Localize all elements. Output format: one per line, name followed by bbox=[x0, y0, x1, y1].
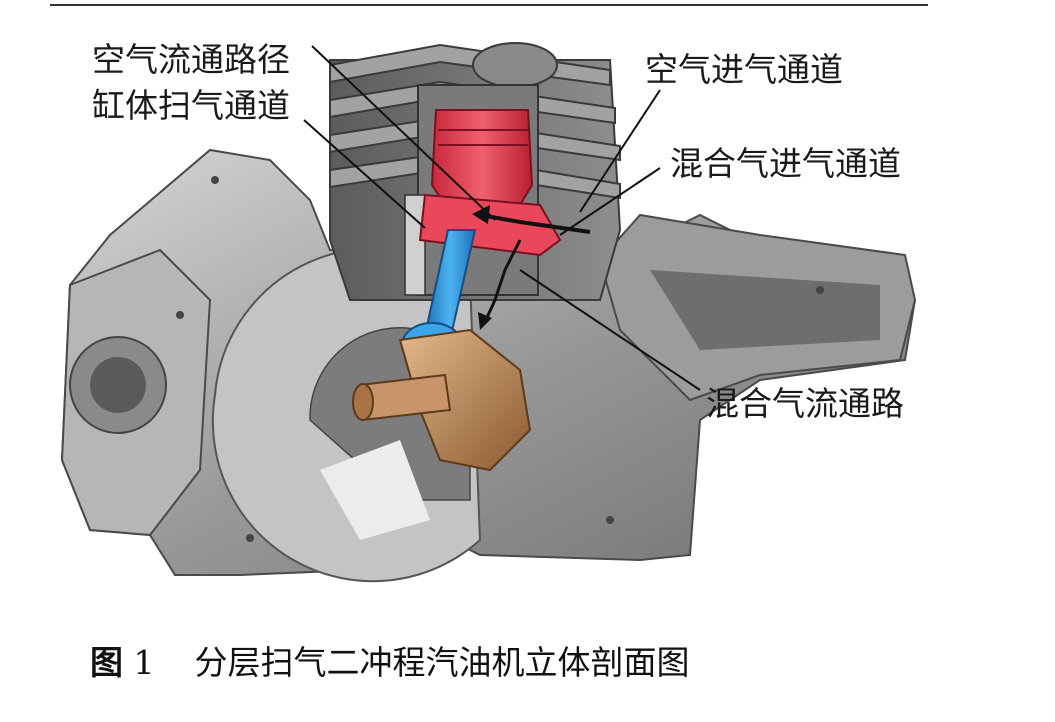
flywheel-highlight bbox=[320, 440, 430, 540]
label-cylinder-scavenge: 缸体扫气通道 bbox=[92, 86, 290, 125]
screw-holes bbox=[176, 176, 824, 542]
figure-number: 1 bbox=[133, 643, 155, 682]
crank-web bbox=[398, 328, 532, 472]
mixture-flow-arrowhead bbox=[478, 312, 492, 330]
piston bbox=[430, 109, 534, 206]
label-mixture-path: 混合气流通路 bbox=[706, 384, 904, 423]
caption-text: 分层扫气二冲程汽油机立体剖面图 bbox=[194, 643, 690, 682]
figure-label: 图 bbox=[90, 643, 123, 682]
crankshaft-end bbox=[352, 383, 374, 421]
label-mixture-inlet: 混合气进气通道 bbox=[670, 144, 901, 183]
figure-caption: 图 1 分层扫气二冲程汽油机立体剖面图 bbox=[90, 636, 690, 684]
leader-lines bbox=[303, 45, 701, 391]
label-air-inlet: 空气进气通道 bbox=[645, 50, 843, 89]
top-rule bbox=[50, 4, 928, 6]
mounting-hole-inner bbox=[90, 357, 146, 413]
mixture-flow-path bbox=[483, 239, 522, 323]
scavenge-channel bbox=[404, 194, 426, 296]
spark-plug-boss bbox=[472, 42, 558, 88]
label-air-path: 空气流通路径 bbox=[92, 40, 290, 79]
